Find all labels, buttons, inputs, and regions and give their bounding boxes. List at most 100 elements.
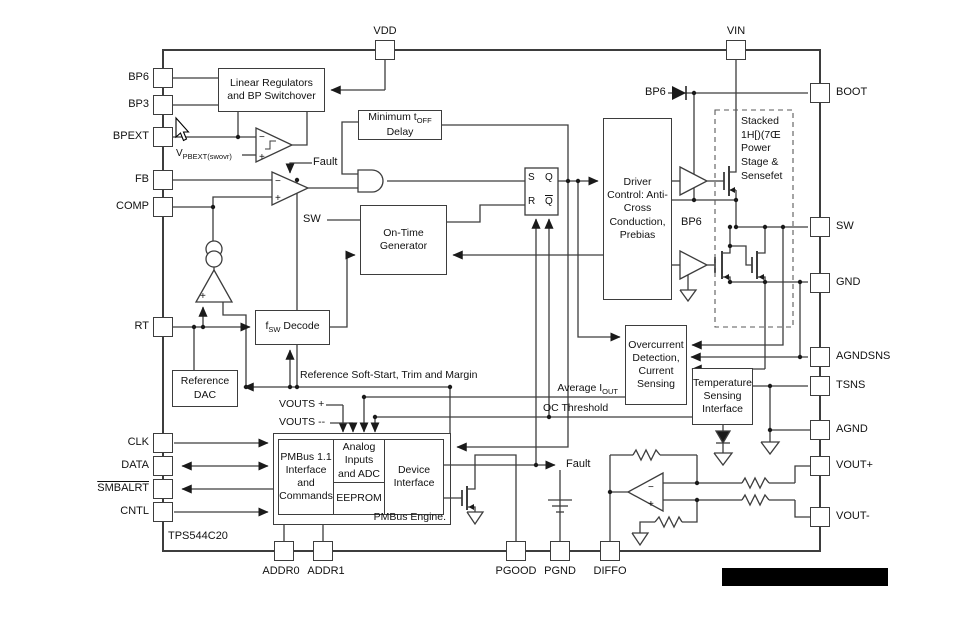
vpbext-label: VPBEXT(swovr): [176, 148, 232, 161]
oc-threshold-label: OC Threshold: [543, 402, 609, 414]
pin-label-smbalrt: SMBALRT: [97, 482, 149, 494]
block-linear-regulators-label: Linear Regulators and BP Switchover: [227, 76, 316, 102]
pin-diffo: [600, 541, 620, 561]
average-iout-label: Average IOUT: [557, 382, 618, 397]
block-eeprom-label: EEPROM: [336, 491, 382, 504]
pmbus-engine-label: PMBus Engine.: [373, 511, 446, 523]
resistor-icon: [741, 493, 770, 507]
svg-text:+: +: [648, 499, 654, 510]
pin-pgood: [506, 541, 526, 561]
svg-text:+: +: [275, 193, 281, 204]
pin-label-agndsns: AGNDSNS: [836, 350, 891, 362]
ground-triangle-icon: [713, 452, 734, 467]
block-pmbus-engine: [273, 433, 451, 525]
block-temperature-label: Temperature Sensing Interface: [693, 376, 752, 416]
hysteresis-icon: [265, 140, 276, 150]
mosfet-arrows: [468, 187, 764, 510]
block-pmbus-interface: PMBus 1.1 Interface and Commands: [278, 439, 334, 515]
ground-triangle-icon: [679, 289, 698, 303]
bp6-lowside-label: BP6: [681, 216, 702, 228]
block-pmbus-interface-label: PMBus 1.1 Interface and Commands: [279, 450, 333, 503]
pin-label-data: DATA: [121, 459, 149, 471]
pin-label-cntl: CNTL: [120, 505, 149, 517]
pin-label-rt: RT: [134, 320, 149, 332]
pin-label-bp3: BP3: [128, 98, 149, 110]
amp-signs: − + − + + − +: [200, 132, 654, 510]
block-driver-control-label: Driver Control: Anti-Cross Conduction, P…: [607, 176, 668, 241]
latch-q-label: Q: [545, 172, 553, 183]
pin-clk: [153, 433, 173, 453]
pin-boot: [810, 83, 830, 103]
pin-comp: [153, 197, 173, 217]
fault-comparator-label: Fault: [313, 156, 338, 168]
pin-label-vdd: VDD: [373, 25, 397, 37]
highside-driver-icon: [679, 165, 709, 197]
pin-gnd: [810, 273, 830, 293]
pin-vout-minus: [810, 507, 830, 527]
boot-diode-icon: [672, 86, 687, 100]
pin-label-bpext: BPEXT: [112, 130, 149, 142]
amp-symbols: [194, 126, 709, 513]
lowside-driver-icon: [679, 249, 709, 281]
pin-label-sw: SW: [836, 220, 854, 232]
ground-triangle-icon: [631, 532, 650, 547]
pin-label-addr0: ADDR0: [262, 565, 300, 577]
pin-agnd: [810, 420, 830, 440]
sensefet-dashed-box: [714, 109, 794, 328]
latch-r-label: R: [528, 196, 536, 207]
pin-data: [153, 456, 173, 476]
wires: [162, 49, 821, 552]
pin-label-pgnd: PGND: [544, 565, 576, 577]
pin-label-pgood: PGOOD: [495, 565, 537, 577]
pin-label-vout-minus: VOUT-: [836, 510, 870, 522]
junction-dots: [191, 90, 803, 503]
latch-s-label: S: [528, 172, 535, 183]
mouse-cursor: [175, 116, 190, 142]
block-analog-adc: Analog Inputs and ADC: [333, 439, 385, 483]
pin-smbalrt: [153, 479, 173, 499]
block-device-interface: Device Interface: [384, 439, 444, 515]
pin-label-addr1: ADDR1: [307, 565, 345, 577]
pin-vin: [726, 40, 746, 60]
and-gate-icon: [357, 169, 384, 193]
bpext-comparator-icon: [255, 126, 294, 164]
pin-bp6: [153, 68, 173, 88]
pin-tsns: [810, 376, 830, 396]
ground-triangle-icon: [760, 441, 781, 456]
svg-text:−: −: [648, 482, 654, 493]
diff-opamp-icon: [626, 471, 664, 513]
pin-label-clk: CLK: [127, 436, 149, 448]
pin-agndsns: [810, 347, 830, 367]
vouts-minus-label: VOUTS --: [279, 416, 326, 428]
pin-label-fb: FB: [134, 173, 149, 185]
block-reference-dac-label: Reference DAC: [180, 375, 230, 401]
svg-text:+: +: [259, 152, 265, 163]
block-analog-adc-label: Analog Inputs and ADC: [337, 441, 381, 480]
pin-label-vin: VIN: [726, 25, 746, 37]
block-driver-control: Driver Control: Anti-Cross Conduction, P…: [603, 118, 672, 300]
sw-input-label: SW: [303, 213, 321, 225]
pin-bpext: [153, 127, 173, 147]
block-overcurrent-detection: Overcurrent Detection, Current Sensing: [625, 325, 687, 405]
svg-text:+: +: [200, 291, 206, 302]
block-fsw-label: fSW Decode: [265, 320, 320, 335]
resistor-icon: [632, 448, 661, 462]
ground-triangle-icon: [466, 511, 485, 526]
latch-qbar-label: Q: [545, 196, 553, 207]
pin-vdd: [375, 40, 395, 60]
vouts-plus-label: VOUTS +: [279, 398, 325, 410]
pin-cntl: [153, 502, 173, 522]
svg-text:−: −: [259, 132, 265, 143]
pin-addr1: [313, 541, 333, 561]
pin-label-comp: COMP: [116, 200, 149, 212]
current-source-icon: [205, 250, 223, 268]
block-on-time-generator: On-Time Generator: [360, 205, 447, 275]
pin-label-agnd: AGND: [836, 423, 868, 435]
pin-sw: [810, 217, 830, 237]
svg-text:−: −: [275, 176, 281, 187]
pin-label-vout-plus: VOUT+: [836, 459, 873, 471]
